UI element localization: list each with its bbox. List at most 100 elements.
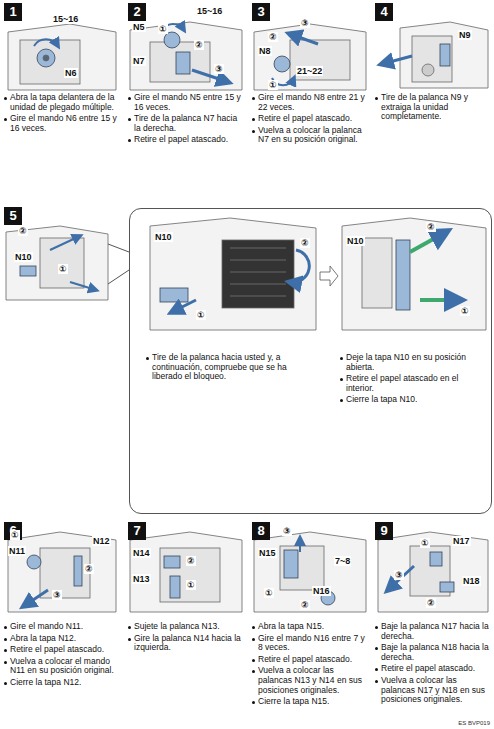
step-number-text: 9 [380, 523, 387, 538]
panel-2-drawing [130, 22, 242, 90]
bullet-dot [252, 97, 255, 100]
callout-label: 21~22 [296, 66, 323, 76]
callout-label: ① [186, 580, 196, 590]
panel-6-drawing [8, 532, 116, 612]
panel-4-drawing [382, 22, 488, 88]
callout-label: ② [426, 598, 436, 608]
instruction-text: Retire el papel atascado. [258, 655, 352, 665]
callout-label: ① [196, 310, 206, 320]
instruction-item: Tire de la palanca N7 hacia la derecha. [128, 114, 244, 133]
callout-label: N9 [458, 30, 472, 40]
instruction-item: Tire de la palanca hacia usted y, a cont… [146, 353, 312, 382]
instruction-item: Abra la tapa N12. [4, 634, 120, 644]
callout-label: N6 [64, 68, 78, 78]
callout-label: N13 [132, 574, 151, 584]
callout-label: ② [300, 238, 310, 248]
instruction-text: Gire el mando N6 entre 15 y 16 veces. [10, 114, 120, 133]
callout-label: N7 [132, 56, 146, 66]
bullet-dot [375, 97, 378, 100]
bullet-dot [252, 118, 255, 121]
instruction-item: Gire el mando N5 entre 15 y 16 veces. [128, 93, 244, 112]
instruction-text: Baje la palanca N17 hacia la derecha. [381, 622, 489, 641]
instruction-column: Tire de la palanca N9 y extraiga la unid… [375, 93, 489, 124]
bullet-dot [128, 626, 131, 629]
instruction-text: Tire de la palanca N7 hacia la derecha. [134, 114, 244, 133]
step-number-text: 3 [257, 4, 264, 19]
callout-label: ② [186, 556, 196, 566]
step-number: 5 [4, 207, 22, 225]
instruction-item: Baje la palanca N17 hacia la derecha. [375, 622, 489, 641]
panel-1-drawing [8, 24, 116, 90]
instruction-column: Deje la tapa N10 en su posición abierta.… [340, 353, 482, 407]
bullet-dot [252, 659, 255, 662]
bullet-dot [252, 638, 255, 641]
instruction-column: Gire el mando N11. Abra la tapa N12.Retir… [4, 622, 120, 690]
callout-label: N17 [452, 536, 471, 546]
callout-label: ② [426, 222, 436, 232]
instruction-column: Sujete la palanca N13.Gire la palanca N1… [128, 622, 244, 655]
instruction-text: Gire la palanca N14 hacia la izquierda. [134, 634, 244, 653]
instruction-text: Vuelva a colocar la palanca N7 en su pos… [258, 126, 368, 145]
instruction-item: Retire el papel atascado. [252, 655, 368, 665]
bullet-dot [146, 357, 149, 360]
bullet-dot [252, 130, 255, 133]
instruction-item: Retire el papel atascado en el interior. [340, 374, 482, 393]
instruction-column: Tire de la palanca hacia usted y, a cont… [146, 353, 312, 384]
bullet-dot [340, 378, 343, 381]
instruction-text: Cierre la tapa N10. [346, 395, 417, 405]
instruction-column: Gire el mando N5 entre 15 y 16 veces. Tir… [128, 93, 244, 147]
instruction-text: Vuelva a colocar las palancas N17 y N18 … [381, 676, 489, 705]
instruction-item: Vuelva a colocar las palancas N17 y N18 … [375, 676, 489, 705]
instruction-text: Abra la tapa delantera de la unidad de p… [10, 93, 120, 112]
bullet-dot [340, 357, 343, 360]
instruction-text: Retire el papel atascado en el interior. [346, 374, 482, 393]
callout-label: ③ [214, 64, 224, 74]
panel-5-drawing [6, 218, 486, 330]
step-number: 8 [252, 522, 270, 540]
bullet-dot [375, 680, 378, 683]
instruction-item: Abra la tapa N15. [252, 622, 368, 632]
callout-label: ① [10, 530, 20, 540]
callout-label: N11 [8, 546, 26, 556]
callout-label: ② [84, 564, 94, 574]
step-number: 4 [375, 3, 393, 21]
step-number: 9 [375, 522, 393, 540]
instruction-item: Retire el papel atascado. [128, 135, 244, 145]
instruction-text: Abra la tapa N12. [10, 634, 76, 644]
step-number-text: 1 [9, 4, 16, 19]
instruction-text: Gire el mando N8 entre 21 y 22 veces. [258, 93, 368, 112]
callout-label: N5 [132, 22, 146, 32]
bullet-dot [128, 118, 131, 121]
callout-label: ① [420, 538, 430, 548]
step-number: 2 [128, 3, 146, 21]
callout-label: N12 [92, 536, 111, 546]
callout-label: N18 [462, 576, 481, 586]
instruction-text: Retire el papel atascado. [134, 135, 228, 145]
instruction-text: Tire de la palanca N9 y extraiga la unid… [381, 93, 489, 122]
bullet-dot [128, 638, 131, 641]
step-number: 1 [4, 3, 22, 21]
instruction-item: Gire el mando N6 entre 15 y 16 veces. [4, 114, 120, 133]
instruction-item: Tire de la palanca N9 y extraiga la unid… [375, 93, 489, 122]
instruction-column: Gire el mando N8 entre 21 y 22 veces. Ret… [252, 93, 368, 147]
bullet-dot [252, 626, 255, 629]
step-number: 7 [128, 522, 146, 540]
instruction-text: Cierre la tapa N12. [10, 678, 81, 688]
instruction-item: Retire el papel atascado. [4, 645, 120, 655]
instruction-item: Gire el mando N8 entre 21 y 22 veces. [252, 93, 368, 112]
step-number-text: 8 [257, 523, 264, 538]
instruction-text: Abra la tapa N15. [258, 622, 324, 632]
bullet-dot [375, 626, 378, 629]
panel-3-drawing [254, 24, 366, 90]
callout-label: N10 [154, 232, 173, 242]
bullet-dot [4, 97, 7, 100]
instruction-column: Abra la tapa delantera de la unidad de p… [4, 93, 120, 135]
instruction-item: Retire el papel atascado. [252, 114, 368, 124]
instruction-text: Gire el mando N11. [10, 622, 83, 632]
instruction-item: Cierre la tapa N12. [4, 678, 120, 688]
callout-label: ② [300, 600, 310, 610]
callout-label: 15~16 [196, 6, 223, 16]
callout-label: ③ [300, 18, 310, 28]
bullet-dot [252, 670, 255, 673]
